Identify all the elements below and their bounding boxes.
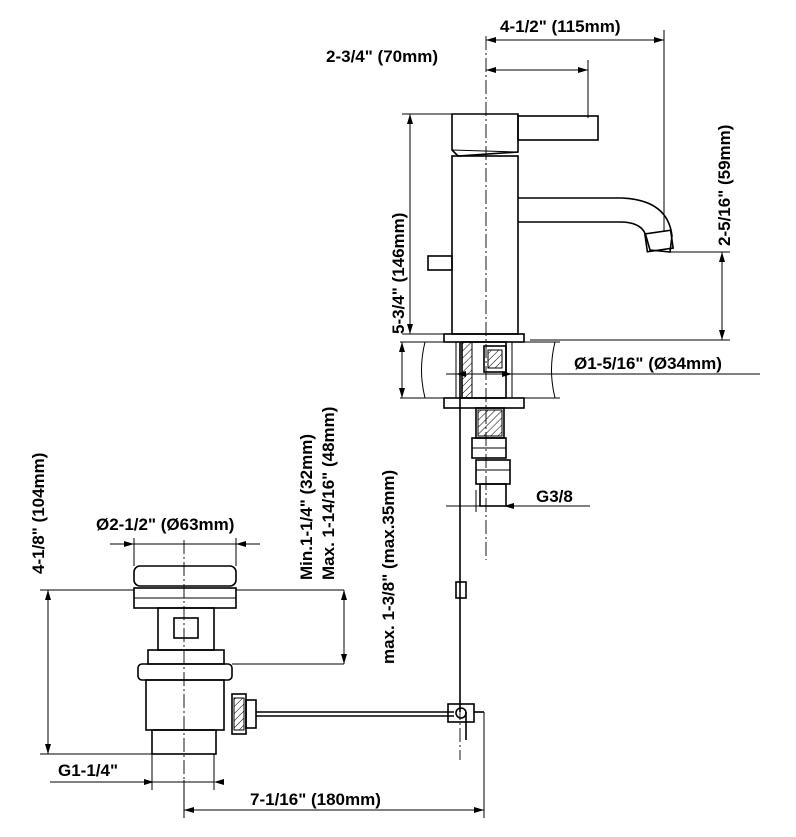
label-spout-reach: 4-1/2" (115mm): [500, 17, 621, 36]
label-lever-offset: 2-3/4" (70mm): [326, 47, 438, 66]
label-faucet-height: 5-3/4" (146mm): [389, 213, 408, 334]
dim-hole-diameter: Ø1-5/16" (Ø34mm): [446, 354, 760, 380]
label-supply-thread: G3/8: [536, 487, 573, 506]
label-drain-cap: Ø2-1/2" (Ø63mm): [96, 515, 234, 534]
dim-deck-thickness: max. 1-3/8" (max.35mm): [379, 342, 405, 664]
drain-stem: [157, 607, 215, 651]
fixing-nut: [443, 397, 525, 409]
drain-assembly: [133, 565, 454, 755]
deck-section: [400, 341, 560, 399]
dim-drain-thread: G1-1/4": [50, 754, 224, 790]
thread-hatch: [487, 349, 503, 369]
label-drain-max: Max. 1-14/16" (48mm): [319, 407, 338, 580]
faucet-lever: [517, 115, 599, 141]
label-drain-min: Min.1-1/4" (32mm): [297, 434, 316, 580]
pivot-hatch: [233, 697, 245, 731]
shank-hatch: [461, 341, 473, 399]
rod-clamp: [455, 581, 467, 599]
faucet-head: [451, 113, 519, 157]
dim-drain-cap: Ø2-1/2" (Ø63mm): [96, 515, 260, 566]
drain-cap: [133, 565, 237, 587]
dim-lever-offset: 2-3/4" (70mm): [326, 47, 589, 118]
faucet-base: [443, 333, 525, 343]
dim-spout-reach: 4-1/2" (115mm): [486, 17, 665, 232]
faucet-body: [451, 155, 519, 335]
dim-spout-clearance: 2-5/16" (59mm): [530, 125, 734, 341]
label-hole-diameter: Ø1-5/16" (Ø34mm): [574, 354, 722, 373]
hose-fitting-hatch: [477, 409, 503, 437]
dim-drain-height: 4-1/8" (104mm): [29, 453, 152, 755]
popup-knob: [427, 255, 453, 271]
mounting-hardware: [443, 341, 525, 740]
label-rod-distance: 7-1/16" (180mm): [250, 790, 381, 809]
label-spout-clearance: 2-5/16" (59mm): [715, 125, 734, 246]
dim-supply-thread: G3/8: [446, 487, 590, 512]
center-lines: [183, 36, 487, 780]
label-deck-thickness: max. 1-3/8" (max.35mm): [379, 470, 398, 664]
faucet: [427, 113, 675, 343]
label-drain-thread: G1-1/4": [58, 761, 118, 780]
faucet-spout: [518, 197, 673, 253]
label-drain-height: 4-1/8" (104mm): [29, 453, 48, 574]
supply-fitting: [475, 459, 511, 485]
dim-faucet-height: 5-3/4" (146mm): [389, 113, 452, 335]
dim-rod-distance: 7-1/16" (180mm): [183, 712, 485, 818]
dim-drain-range: Min.1-1/4" (32mm) Max. 1-14/16" (48mm): [232, 407, 347, 665]
faucet-aerator: [643, 229, 675, 253]
drain-body: [137, 663, 233, 681]
